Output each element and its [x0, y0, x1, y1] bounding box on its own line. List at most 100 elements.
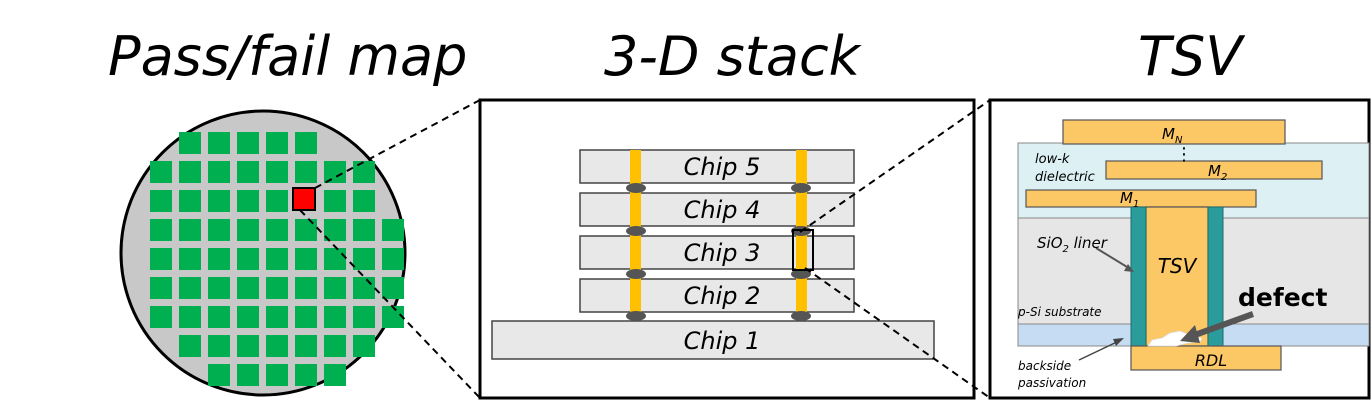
- pass-die[interactable]: [353, 306, 375, 328]
- pass-die[interactable]: [324, 248, 346, 270]
- pass-die[interactable]: [266, 219, 288, 241]
- metal-top: [1062, 119, 1286, 145]
- pass-die[interactable]: [353, 219, 375, 241]
- pass-die[interactable]: [208, 132, 230, 154]
- chip-3[interactable]: [579, 235, 855, 270]
- pass-die[interactable]: [150, 161, 172, 183]
- metal-mid-subscript: 2: [1221, 172, 1227, 183]
- pass-die[interactable]: [382, 306, 404, 328]
- pass-die[interactable]: [266, 132, 288, 154]
- pass-die[interactable]: [324, 190, 346, 212]
- pass-die[interactable]: [150, 219, 172, 241]
- chip-2[interactable]: [579, 278, 855, 313]
- defect-arrow: [1190, 311, 1255, 339]
- liner-prefix: SiO: [1037, 234, 1063, 252]
- bump: [626, 183, 646, 193]
- stack-title: 3-D stack: [604, 25, 860, 88]
- pass-die[interactable]: [266, 335, 288, 357]
- passivation-label-line2: passivation: [1017, 376, 1086, 390]
- pass-die[interactable]: [179, 219, 201, 241]
- pass-die[interactable]: [208, 364, 230, 386]
- metal-top-letter: M: [1162, 125, 1175, 143]
- pass-die[interactable]: [266, 161, 288, 183]
- pass-die[interactable]: [237, 335, 259, 357]
- pass-die[interactable]: [324, 277, 346, 299]
- pass-die[interactable]: [208, 248, 230, 270]
- substrate-label: p-Si substrate: [1017, 305, 1102, 319]
- defect-label: defect: [1238, 283, 1328, 312]
- pass-die[interactable]: [150, 306, 172, 328]
- pass-die[interactable]: [353, 161, 375, 183]
- pass-die[interactable]: [324, 219, 346, 241]
- chip-1[interactable]: [491, 320, 935, 360]
- liner-arrowhead: [1124, 264, 1134, 272]
- failed-die[interactable]: [292, 187, 316, 211]
- pass-die[interactable]: [208, 277, 230, 299]
- pass-die[interactable]: [295, 248, 317, 270]
- pass-die[interactable]: [353, 248, 375, 270]
- pass-die[interactable]: [266, 306, 288, 328]
- pass-die[interactable]: [179, 161, 201, 183]
- pass-die[interactable]: [295, 306, 317, 328]
- pass-die[interactable]: [150, 248, 172, 270]
- pass-die[interactable]: [179, 335, 201, 357]
- metal-top-subscript: N: [1175, 135, 1183, 146]
- pass-die[interactable]: [237, 132, 259, 154]
- pass-die[interactable]: [208, 335, 230, 357]
- pass-die[interactable]: [208, 219, 230, 241]
- pass-die[interactable]: [353, 335, 375, 357]
- pass-die[interactable]: [353, 277, 375, 299]
- chip-5-label: Chip 5: [684, 153, 761, 181]
- metal-low-subscript: 1: [1133, 199, 1139, 210]
- bump: [626, 226, 646, 236]
- pass-die[interactable]: [295, 132, 317, 154]
- pass-die[interactable]: [237, 219, 259, 241]
- pass-die[interactable]: [382, 248, 404, 270]
- bump: [791, 311, 811, 321]
- pass-die[interactable]: [324, 161, 346, 183]
- pass-die[interactable]: [382, 219, 404, 241]
- pass-die[interactable]: [208, 306, 230, 328]
- pass-die[interactable]: [179, 248, 201, 270]
- pass-die[interactable]: [150, 277, 172, 299]
- metal-mid: [1105, 160, 1323, 180]
- pass-die[interactable]: [295, 277, 317, 299]
- pass-die[interactable]: [295, 335, 317, 357]
- tsv-title: TSV: [1138, 25, 1243, 88]
- pass-die[interactable]: [353, 190, 375, 212]
- pass-die[interactable]: [324, 364, 346, 386]
- pass-die[interactable]: [208, 161, 230, 183]
- pass-die[interactable]: [237, 364, 259, 386]
- pass-die[interactable]: [266, 277, 288, 299]
- pass-die[interactable]: [237, 190, 259, 212]
- pass-die[interactable]: [295, 364, 317, 386]
- pass-die[interactable]: [179, 190, 201, 212]
- pass-die[interactable]: [266, 248, 288, 270]
- tsv-panel: MN ⋮ M2 M1 low-k dielectric SiO2 liner T…: [988, 98, 1371, 400]
- pass-die[interactable]: [237, 306, 259, 328]
- defect-arrowhead: [1180, 325, 1200, 343]
- pass-die[interactable]: [237, 277, 259, 299]
- pass-die[interactable]: [324, 306, 346, 328]
- pass-die[interactable]: [237, 161, 259, 183]
- pass-die[interactable]: [295, 161, 317, 183]
- pass-die[interactable]: [208, 190, 230, 212]
- pass-die[interactable]: [295, 219, 317, 241]
- chip-5[interactable]: [579, 149, 855, 184]
- pass-die[interactable]: [382, 277, 404, 299]
- metal-mid-label: M2: [1208, 162, 1227, 183]
- pass-die[interactable]: [179, 277, 201, 299]
- stack-panel: Chip 5 Chip 4 Chip 3 Chip 2 Chip 1: [478, 98, 976, 400]
- chip-4[interactable]: [579, 192, 855, 227]
- metal-low-letter: M: [1120, 189, 1133, 207]
- pass-die[interactable]: [266, 190, 288, 212]
- metal-ellipsis: ⋮: [1175, 144, 1193, 165]
- pass-die[interactable]: [324, 335, 346, 357]
- pass-die[interactable]: [150, 190, 172, 212]
- pass-die[interactable]: [179, 132, 201, 154]
- liner-subscript: 2: [1063, 244, 1069, 255]
- pass-die[interactable]: [266, 364, 288, 386]
- pass-die[interactable]: [237, 248, 259, 270]
- pass-die[interactable]: [179, 306, 201, 328]
